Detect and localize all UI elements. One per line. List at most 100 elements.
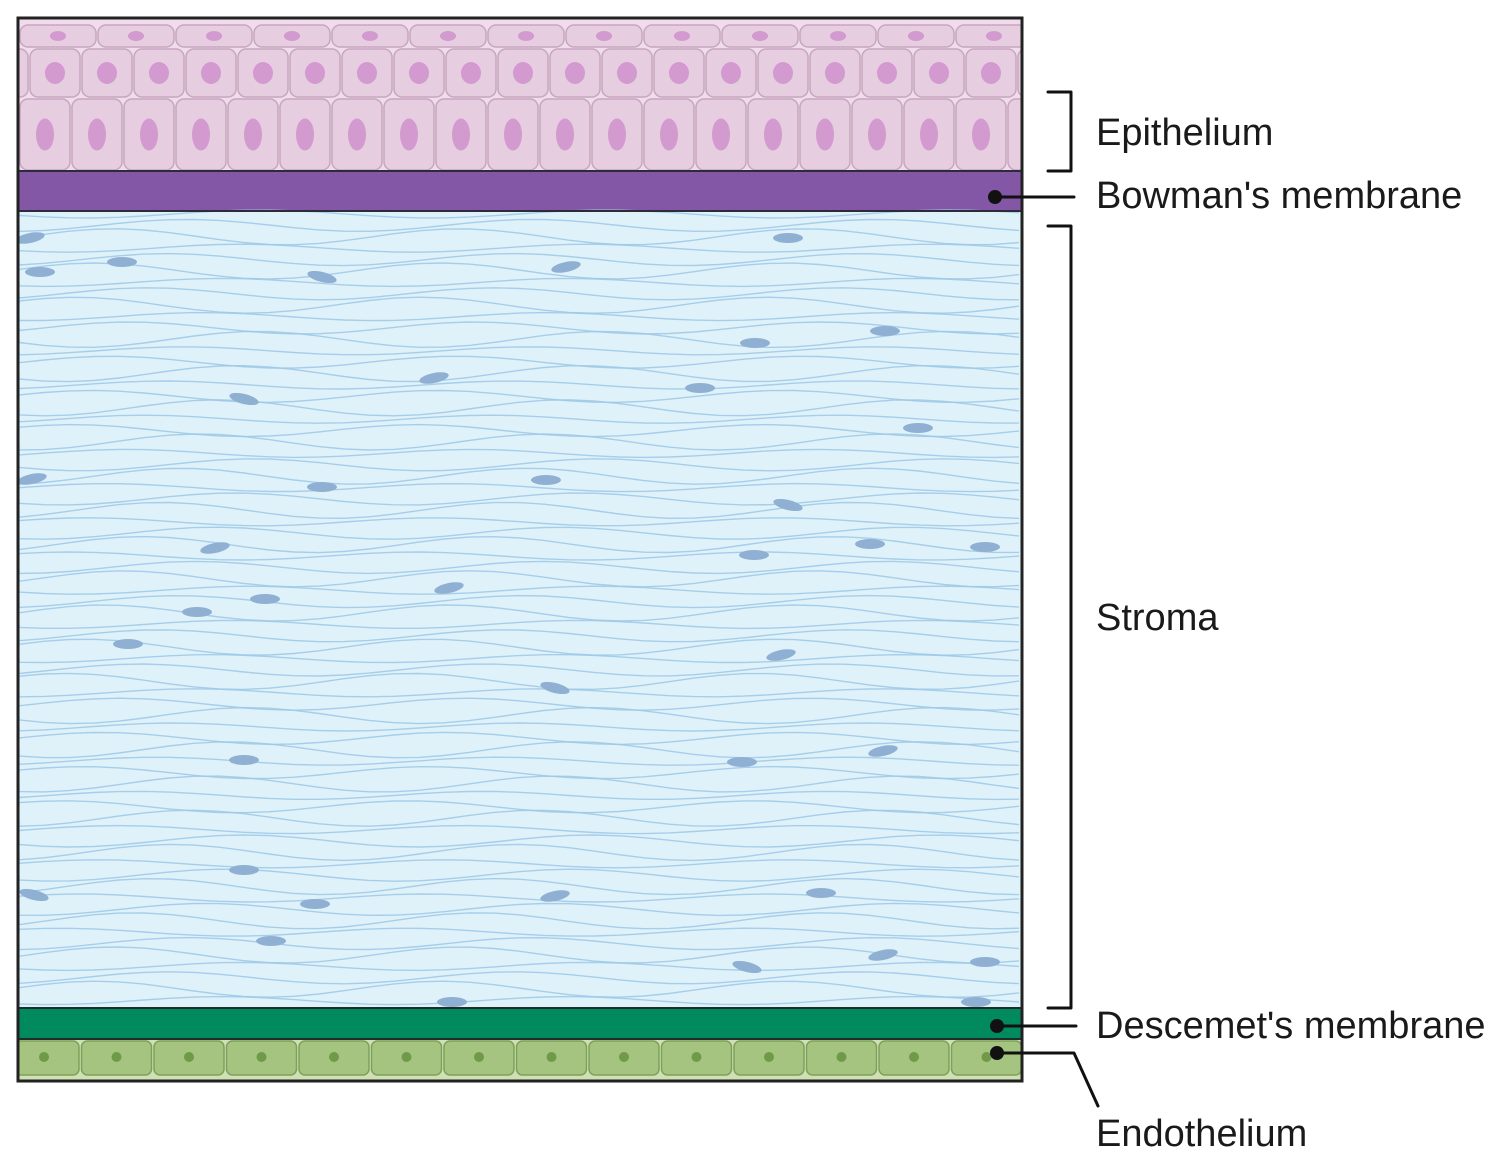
collagen-fiber: [19, 570, 1020, 588]
keratocyte: [773, 498, 803, 512]
collagen-fiber: [19, 672, 1020, 691]
epithelium-nucleus: [920, 118, 938, 151]
keratocyte: [307, 482, 337, 492]
epithelium-nucleus: [36, 118, 54, 151]
collagen-fiber: [19, 448, 1020, 459]
descemet-membrane-layer: [19, 1008, 1021, 1039]
collagen-fiber: [19, 653, 1020, 664]
collagen-fiber: [19, 228, 1020, 246]
keratocyte: [855, 539, 885, 549]
endothelium-cell: [19, 1040, 80, 1076]
keratocyte: [107, 257, 137, 267]
collagen-fiber: [19, 458, 1020, 472]
collagen-fiber: [19, 629, 1020, 643]
epithelium-nucleus: [986, 31, 1002, 41]
collagen-fiber: [19, 423, 1020, 438]
keratocyte: [740, 338, 770, 348]
collagen-fiber: [19, 321, 1020, 335]
endothelium-nucleus: [981, 1052, 992, 1062]
collagen-fiber: [19, 790, 1020, 801]
stroma-collagen-fibers: [19, 209, 1020, 1006]
endothelium-nucleus: [111, 1052, 122, 1062]
collagen-fiber: [19, 912, 1020, 930]
collagen-fiber: [19, 927, 1020, 937]
keratocyte: [540, 890, 570, 902]
collagen-fiber: [19, 843, 1020, 862]
endothelium-nucleus: [546, 1052, 557, 1062]
collagen-fiber: [19, 252, 1020, 267]
cornea-cross-section: [0, 19, 1042, 1080]
descemet-membrane-label: Descemet's membrane: [1096, 1005, 1486, 1047]
collagen-fiber: [19, 936, 1020, 951]
stroma-bracket: [1046, 224, 1073, 1010]
keratocyte: [903, 423, 933, 433]
collagen-fiber: [19, 706, 1020, 725]
keratocyte: [970, 957, 1000, 967]
keratocyte: [256, 936, 286, 946]
epithelium-nucleus: [452, 118, 470, 151]
keratocyte: [685, 383, 715, 393]
epithelium-nucleus: [721, 62, 741, 84]
collagen-fiber: [19, 995, 1020, 1006]
keratocyte: [113, 639, 143, 649]
endothelium-cells: [19, 1040, 1021, 1076]
epithelium-nucleus: [596, 31, 612, 41]
epithelium-nucleus: [201, 62, 221, 84]
epithelium-nucleus: [908, 31, 924, 41]
collagen-fiber: [19, 946, 1020, 964]
epithelium-nucleus: [929, 62, 949, 84]
endothelium-nucleus: [401, 1052, 412, 1062]
keratocyte: [540, 681, 570, 695]
keratocyte: [229, 392, 259, 406]
epithelium-nucleus: [461, 62, 481, 84]
descemet-leader-dot: [990, 1019, 1004, 1033]
collagen-fiber: [19, 859, 1020, 869]
collagen-fiber: [19, 961, 1020, 972]
collagen-fiber: [19, 501, 1020, 520]
keratocyte: [19, 888, 49, 902]
collagen-fiber: [19, 346, 1020, 356]
collagen-fiber: [19, 604, 1020, 622]
endothelium-nucleus: [836, 1052, 847, 1062]
collagen-fiber: [19, 868, 1020, 882]
endothelium-leader-dot: [990, 1046, 1004, 1060]
keratocyte: [229, 865, 259, 875]
collagen-fiber: [19, 551, 1020, 561]
epithelium-nucleus: [0, 119, 2, 151]
keratocyte: [182, 607, 212, 617]
epithelium-bracket: [1046, 90, 1073, 173]
collagen-fiber: [19, 800, 1020, 814]
epithelium-nucleus: [128, 31, 144, 41]
epithelium-nucleus: [400, 118, 418, 151]
epithelium-nucleus: [816, 118, 834, 151]
epithelium-nucleus: [362, 31, 378, 41]
keratocyte: [961, 997, 991, 1007]
epithelium-nucleus: [513, 62, 533, 84]
diagram-frame: [16, 16, 1024, 1083]
bowman-membrane-label: Bowman's membrane: [1096, 175, 1462, 217]
collagen-fiber: [19, 619, 1020, 630]
collagen-fiber: [19, 560, 1020, 575]
collagen-fiber: [19, 722, 1020, 732]
epithelium-nucleus: [825, 62, 845, 84]
keratocyte: [868, 745, 898, 757]
collagen-fiber: [19, 535, 1019, 554]
collagen-fiber: [19, 380, 1020, 390]
epithelium-nucleus: [674, 31, 690, 41]
collagen-fiber: [19, 243, 1020, 253]
keratocyte: [551, 261, 581, 273]
epithelium-nucleus: [244, 118, 262, 151]
collagen-fiber: [19, 262, 1020, 280]
endothelium-label: Endothelium: [1096, 1113, 1307, 1155]
keratocyte: [250, 594, 280, 604]
epithelium-nucleus: [981, 62, 1001, 84]
epithelium-nucleus: [1024, 119, 1042, 151]
keratocyte: [19, 473, 47, 485]
endothelium-nucleus: [184, 1052, 194, 1062]
epithelium-nucleus: [0, 62, 13, 84]
keratocyte: [773, 233, 803, 243]
epithelium-nucleus: [409, 62, 429, 84]
collagen-fiber: [19, 765, 1020, 780]
epithelium-nucleus: [868, 118, 886, 151]
collagen-fiber: [19, 330, 1020, 349]
